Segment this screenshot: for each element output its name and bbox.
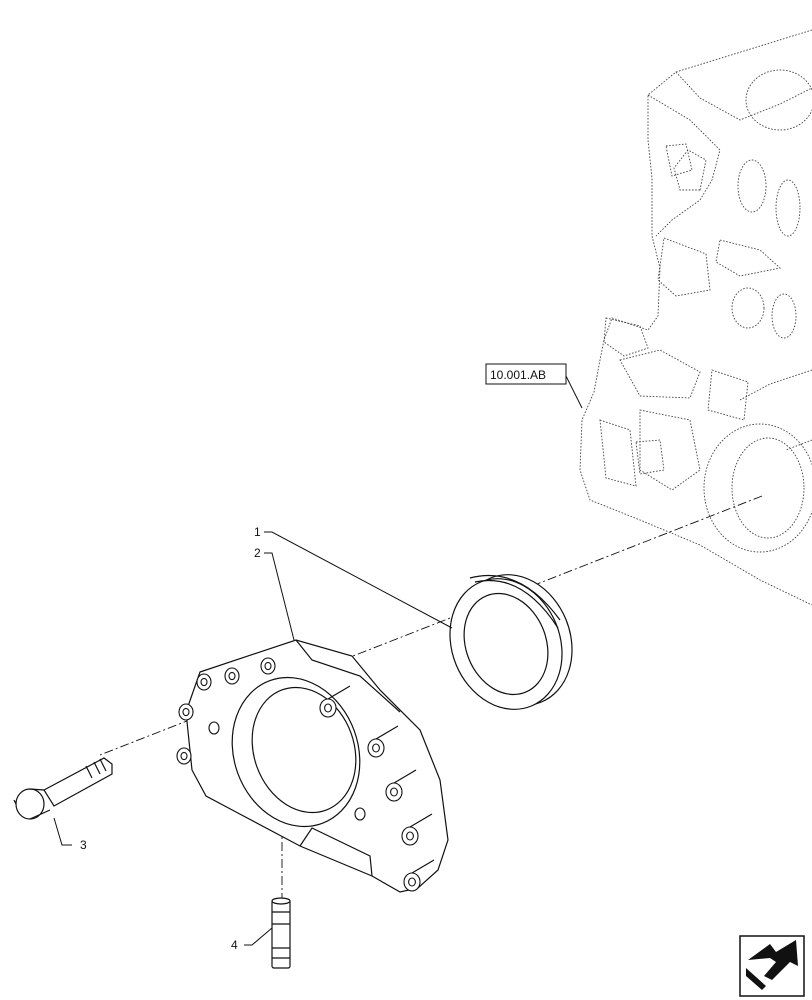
callout-3: 3 [80,838,87,852]
callout-4: 4 [231,938,238,952]
reference-label: 10.001.AB [490,368,546,382]
callout-1: 1 [254,525,261,539]
leader-lines [53,375,583,946]
housing-bolt [13,757,113,820]
rear-seal-ring [449,574,573,710]
next-page-arrow-icon[interactable] [739,935,805,997]
callout-2: 2 [254,546,261,560]
reference-box[interactable]: 10.001.AB [485,363,567,385]
seal-housing [176,639,449,893]
engine-block-phantom [579,29,812,606]
dowel-stud [271,897,291,969]
